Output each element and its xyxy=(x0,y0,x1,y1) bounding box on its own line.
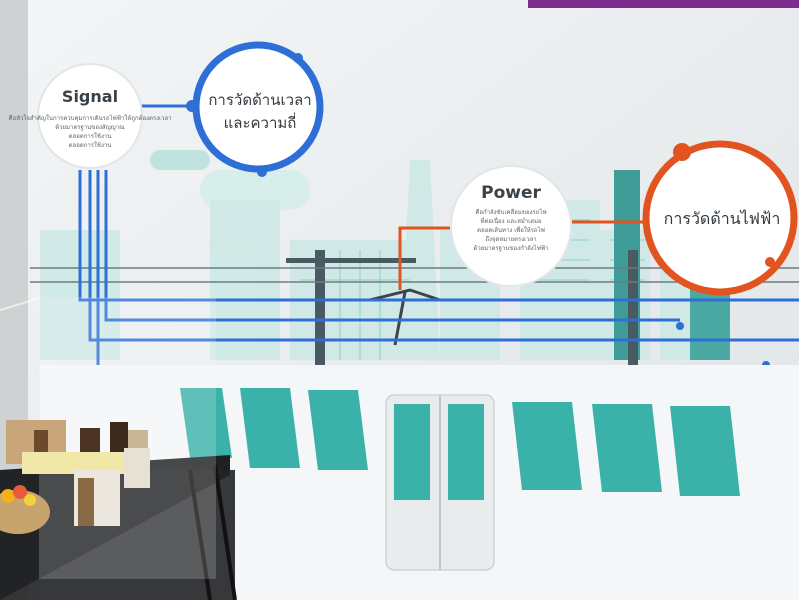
time-frequency-label-line-2: และความถี่ xyxy=(224,112,297,132)
badge-node-left xyxy=(186,100,198,112)
power-title: Power xyxy=(481,183,541,203)
badge-node-bottom xyxy=(257,167,267,177)
purple-header-strip xyxy=(528,0,799,8)
signal-description-line-1: คือหัวใจสำคัญในการควบคุมการเดินรถไฟฟ้าให… xyxy=(8,114,171,122)
signal-description-line-3: ตลอดการใช้งาน xyxy=(69,132,112,140)
power-description-line-1: คือกำลังขับเคลื่อนของรถไฟ xyxy=(475,208,546,216)
signal-info-circle xyxy=(37,63,143,169)
power-description-line-2: ที่ต่อเนื่อง และสม่ำเสมอ xyxy=(480,217,542,225)
fruit-basket xyxy=(0,485,50,534)
electrical-node-top xyxy=(673,143,691,161)
power-description-line-5: ด้วยมาตรฐานของกำลังไฟฟ้า xyxy=(473,244,548,252)
train-windows xyxy=(180,388,740,496)
time-frequency-label-line-1: การวัดด้านเวลา xyxy=(208,91,311,109)
electrical-node-right xyxy=(765,257,775,267)
power-info-circle xyxy=(450,165,572,287)
electrical-label: การวัดด้านไฟฟ้า xyxy=(664,209,781,228)
signal-description-line-4: ตลอดการใช้งาน xyxy=(69,141,112,149)
electrical-badge xyxy=(642,140,798,296)
power-lines xyxy=(398,220,648,290)
display-table xyxy=(0,455,237,600)
power-description-line-4: ถึงจุดหมายตรงเวลา xyxy=(485,236,537,243)
signal-node-2 xyxy=(676,322,684,330)
product-bottles xyxy=(6,420,150,526)
signal-description-line-2: ด้วยมาตรฐานของสัญญาณ xyxy=(55,124,125,131)
badge-node-top xyxy=(293,53,303,63)
signal-title: Signal xyxy=(62,87,118,106)
power-description-line-3: ตลอดเส้นทาง เพื่อให้รถไฟ xyxy=(477,226,545,234)
train-door xyxy=(385,394,495,571)
